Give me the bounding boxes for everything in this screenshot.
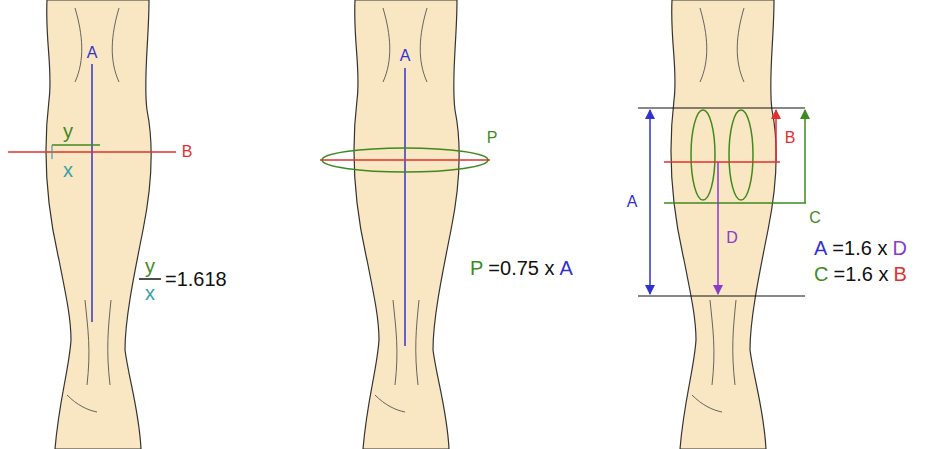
perimeter-label: P	[487, 130, 498, 146]
formula: A=1.6 xD	[814, 238, 907, 258]
formula-term: D	[892, 238, 906, 258]
formula-term: B	[894, 264, 907, 284]
dimension-arrow	[804, 110, 806, 203]
formula: C=1.6 x B	[814, 264, 907, 284]
dimension-label: C	[809, 210, 821, 226]
fraction-bar	[139, 278, 161, 280]
muscle-ellipse	[729, 110, 753, 200]
leg-illustration	[354, 0, 459, 449]
dimension-arrow	[649, 110, 651, 294]
formula-term: A	[560, 258, 573, 278]
width-line	[320, 159, 490, 161]
formula-term: =1.618	[165, 269, 227, 289]
dimension-arrow	[775, 110, 777, 162]
axis-line	[91, 64, 93, 322]
segment-line	[52, 144, 100, 146]
dimension-label: D	[726, 230, 738, 246]
formula-term: =1.6 x	[832, 238, 887, 258]
width-line	[8, 151, 176, 153]
formula-term: C	[814, 264, 828, 284]
perimeter-ellipse	[322, 148, 488, 172]
formula-term: A	[814, 238, 827, 258]
axis-label: A	[400, 48, 411, 64]
dimension-label: A	[627, 194, 638, 210]
segment-tick	[51, 145, 52, 159]
segment-label: y	[63, 121, 73, 141]
muscle-ellipse	[691, 110, 715, 200]
leg-illustration	[671, 0, 776, 449]
width-line	[664, 202, 806, 204]
segment-label: x	[63, 160, 73, 180]
reference-line	[638, 107, 805, 108]
formula-term: =0.75 x	[488, 258, 554, 278]
formula-term: =1.6 x	[833, 264, 888, 284]
line-label: B	[182, 144, 193, 160]
dimension-label: B	[785, 130, 796, 146]
leg-illustration	[46, 0, 151, 449]
axis-line	[404, 68, 406, 346]
formula: =1.618	[165, 269, 227, 289]
axis-label: A	[87, 45, 98, 61]
formula-term: P	[470, 258, 483, 278]
reference-line	[638, 295, 805, 296]
formula: P=0.75 x A	[470, 258, 573, 278]
fraction-numerator: y	[145, 256, 155, 276]
width-line	[664, 161, 780, 163]
fraction-denominator: x	[145, 283, 155, 303]
dimension-arrow	[717, 162, 719, 294]
